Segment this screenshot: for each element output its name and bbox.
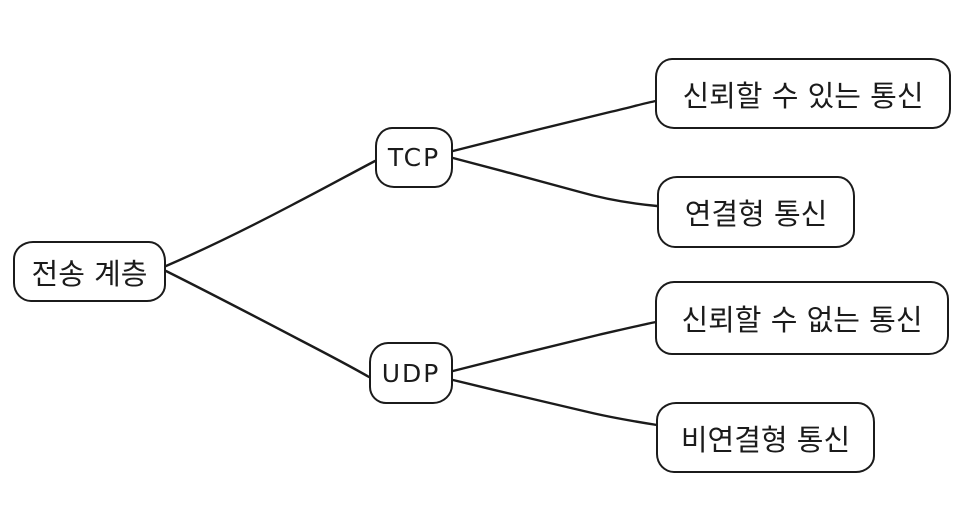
edge-root-tcp	[164, 159, 377, 268]
node-udp-label: UDP	[381, 358, 441, 388]
node-connectionless-communication: 비연결형 통신	[656, 402, 875, 473]
node-connection-oriented-communication: 연결형 통신	[657, 176, 855, 248]
edge-tcp-connection-oriented	[451, 156, 659, 208]
edge-udp-unreliable	[451, 320, 658, 373]
node-unreliable-communication: 신뢰할 수 없는 통신	[655, 281, 949, 355]
edge-udp-connectionless	[451, 378, 659, 427]
node-tcp-label: TCP	[387, 143, 441, 172]
node-unreliable-communication-label: 신뢰할 수 없는 통신	[681, 303, 923, 337]
node-reliable-communication: 신뢰할 수 있는 통신	[655, 58, 951, 129]
node-tcp: TCP	[375, 127, 453, 188]
node-udp: UDP	[369, 342, 453, 404]
node-transport-layer-label: 전송 계층	[31, 256, 148, 291]
node-connectionless-communication-label: 비연결형 통신	[680, 422, 851, 457]
edge-tcp-reliable	[451, 99, 658, 153]
edge-root-udp	[164, 269, 371, 379]
node-connection-oriented-communication-label: 연결형 통신	[684, 197, 828, 231]
node-transport-layer: 전송 계층	[13, 241, 166, 302]
node-reliable-communication-label: 신뢰할 수 있는 통신	[682, 78, 924, 113]
